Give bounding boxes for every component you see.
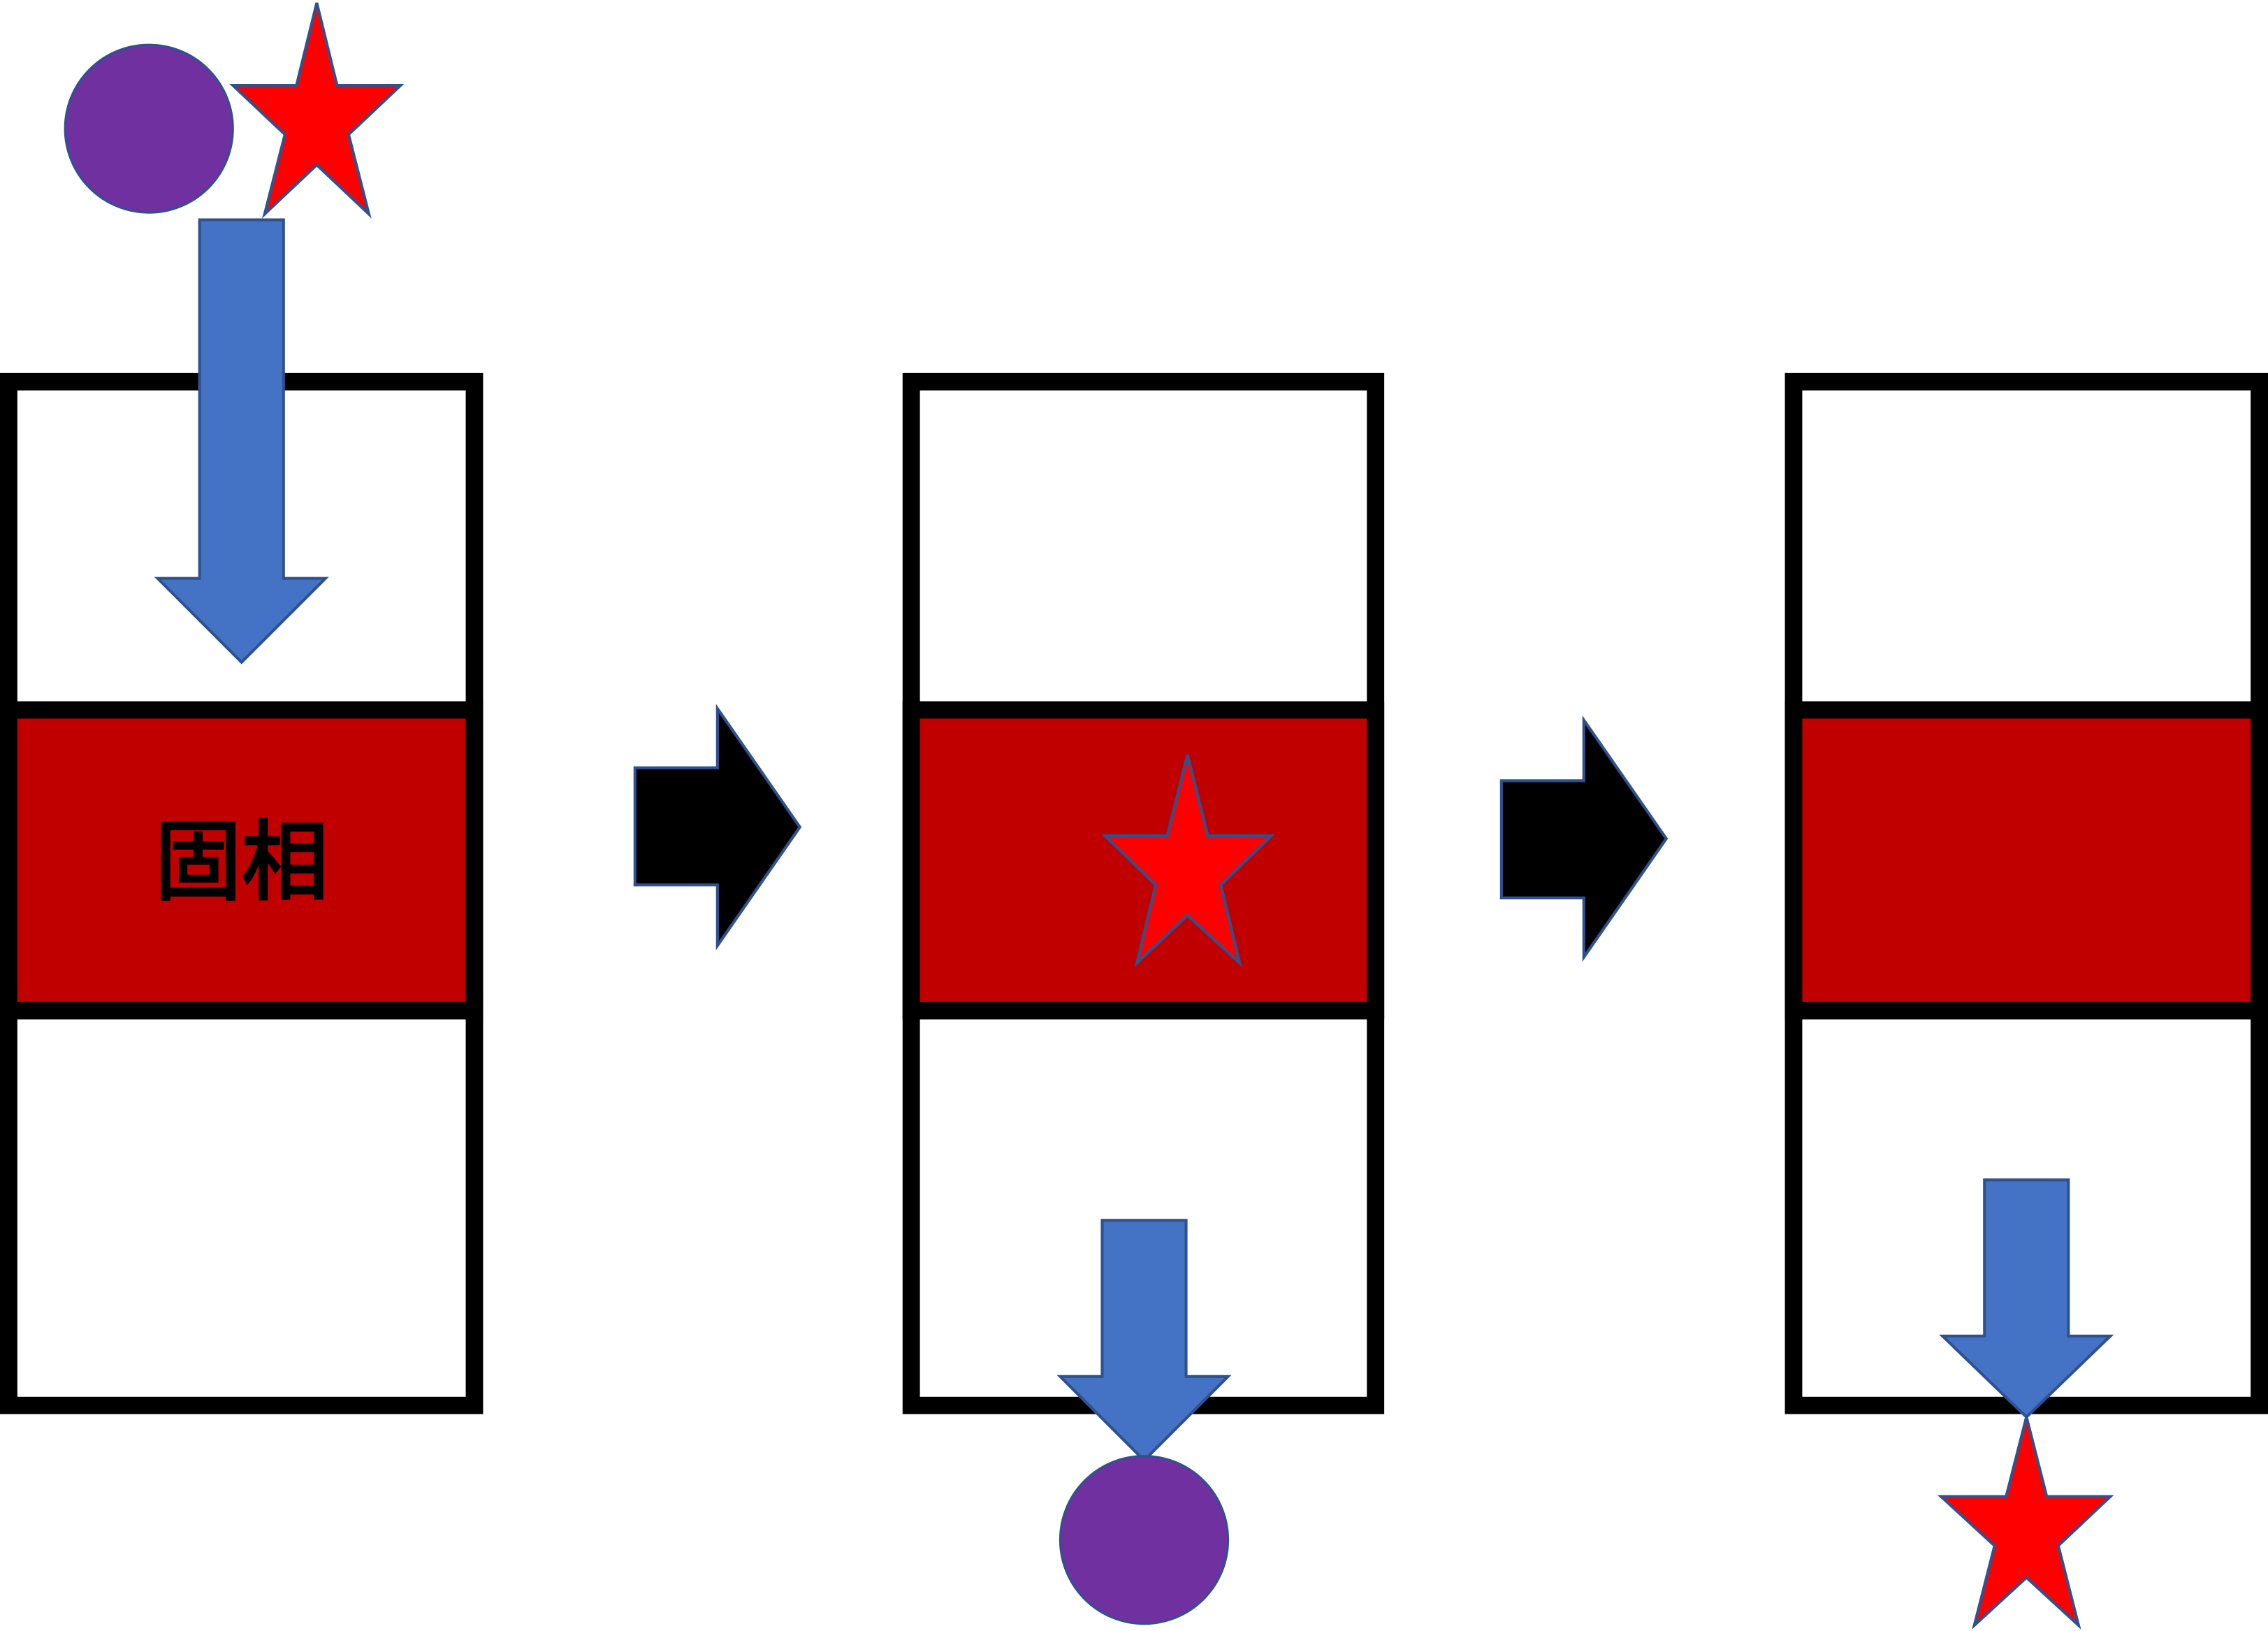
step-arrow-right-2	[1499, 715, 1669, 962]
load-arrow-down	[154, 218, 329, 665]
solid-phase-layer	[1784, 701, 2268, 1020]
wash-arrow-down	[1056, 1219, 1232, 1463]
solid-phase-layer	[0, 701, 484, 1020]
elute-arrow-down	[1939, 1178, 2114, 1419]
analyte-circle	[64, 43, 234, 214]
eluted-star	[1937, 1416, 2114, 1630]
analyte-star	[229, 2, 405, 219]
eluted-circle	[1059, 1455, 1230, 1625]
step-arrow-right-1	[633, 704, 802, 950]
solid-phase-label: 固相	[155, 813, 328, 913]
retained-star	[1101, 754, 1275, 968]
